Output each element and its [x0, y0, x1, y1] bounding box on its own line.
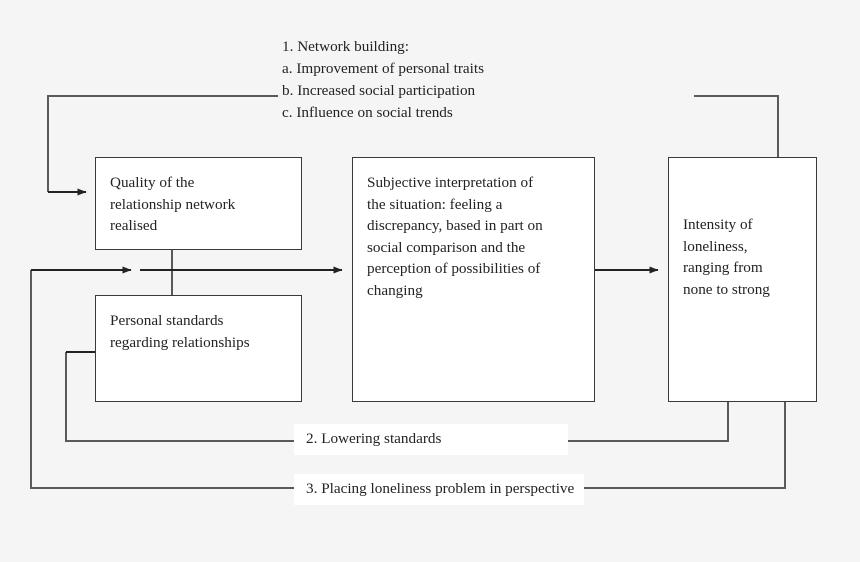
label-placing-loneliness-in-perspective: 3. Placing loneliness problem in perspec…: [294, 474, 585, 506]
label-lowering-standards: 2. Lowering standards: [294, 424, 568, 456]
annotation-network-building: 1. Network building: a. Improvement of p…: [282, 38, 485, 122]
node-subjective-label: Subjective interpretation of the situati…: [367, 174, 543, 299]
node-standards-label: Personal standards regarding relationshi…: [110, 312, 250, 351]
node-quality-of-relationship-network: Quality of the relationship network real…: [95, 157, 302, 250]
node-intensity-label: Intensity of loneliness, ranging from no…: [683, 216, 770, 298]
connector-network-building-right: [694, 95, 779, 157]
node-quality-label: Quality of the relationship network real…: [110, 174, 236, 235]
node-intensity-of-loneliness: Intensity of loneliness, ranging from no…: [668, 157, 817, 402]
node-subjective-interpretation: Subjective interpretation of the situati…: [352, 157, 595, 402]
node-personal-standards: Personal standards regarding relationshi…: [95, 295, 302, 402]
